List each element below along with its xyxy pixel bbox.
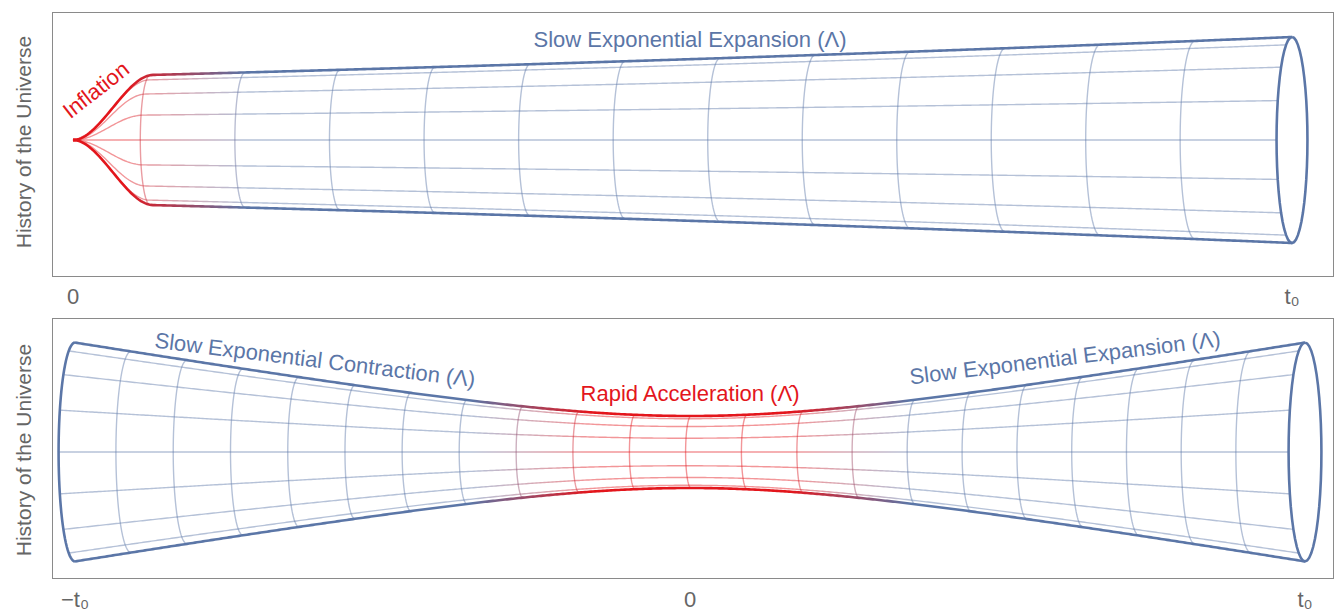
cross-section xyxy=(991,48,1005,231)
cross-section xyxy=(852,406,859,498)
tick-label: 0 xyxy=(684,587,696,612)
cross-section xyxy=(962,393,971,512)
cross-section xyxy=(897,52,910,229)
tube-outline xyxy=(73,141,1292,244)
tick-label: t₀ xyxy=(1284,284,1299,309)
cross-section xyxy=(1181,360,1195,544)
grid-line xyxy=(73,139,1277,140)
tick-label: t₀ xyxy=(1297,587,1312,612)
grid-line xyxy=(59,451,1289,452)
tube-outline xyxy=(75,488,1305,561)
cross-section xyxy=(459,400,467,504)
cross-section xyxy=(907,400,915,504)
grid-line xyxy=(60,410,1290,438)
grid-line xyxy=(73,101,1278,140)
cross-section xyxy=(516,406,523,497)
cross-section xyxy=(329,70,340,210)
cross-section xyxy=(402,393,411,511)
grid-line xyxy=(63,375,1293,427)
cross-section xyxy=(116,351,131,552)
phase-label: Slow Exponential Expansion (Λ) xyxy=(908,326,1222,389)
cross-section xyxy=(1236,351,1251,553)
cross-section xyxy=(424,67,435,213)
tick-label: −t₀ xyxy=(61,587,89,612)
cross-section xyxy=(1072,377,1083,527)
cross-section xyxy=(1126,368,1139,535)
cross-section xyxy=(613,61,625,218)
tick-label: 0 xyxy=(67,284,79,309)
grid-line xyxy=(73,140,1281,212)
inflation-tube xyxy=(73,37,1308,243)
cross-section xyxy=(802,55,815,225)
phase-label: Inflation xyxy=(58,56,134,123)
cross-section xyxy=(629,415,635,489)
tube-outline xyxy=(73,37,1292,140)
phase-label: Rapid Acceleration (Λ̂) xyxy=(581,381,800,406)
cross-section xyxy=(235,72,245,207)
tube-end xyxy=(59,343,75,562)
axes-frame xyxy=(53,13,1334,277)
cross-section xyxy=(1017,385,1027,519)
grid-line xyxy=(73,67,1281,139)
cross-section xyxy=(173,360,187,544)
axis-title: History of the Universe xyxy=(12,36,36,248)
axes-frame xyxy=(53,319,1334,579)
grid-line xyxy=(73,140,1278,179)
cross-section xyxy=(1180,41,1195,239)
phase-label: Slow Exponential Contraction (Λ) xyxy=(153,328,477,392)
axis-title: History of the Universe xyxy=(12,344,36,556)
phase-label: Slow Exponential Expansion (Λ) xyxy=(533,27,846,52)
cross-section xyxy=(573,411,579,492)
cross-section xyxy=(797,411,803,492)
cross-section xyxy=(288,377,299,527)
cross-section xyxy=(686,416,691,488)
cross-section xyxy=(345,385,355,519)
cross-section xyxy=(519,64,530,216)
tube-end xyxy=(1289,343,1322,562)
tube-end xyxy=(1277,37,1308,243)
grid-line xyxy=(69,485,1299,553)
grid-line xyxy=(73,45,1286,140)
cross-section xyxy=(1086,45,1100,236)
cross-section xyxy=(140,75,150,204)
cross-section xyxy=(741,415,747,490)
bounce-tube xyxy=(59,343,1322,562)
cross-section xyxy=(231,369,243,536)
cross-section xyxy=(708,58,720,222)
grid-line xyxy=(60,466,1290,494)
